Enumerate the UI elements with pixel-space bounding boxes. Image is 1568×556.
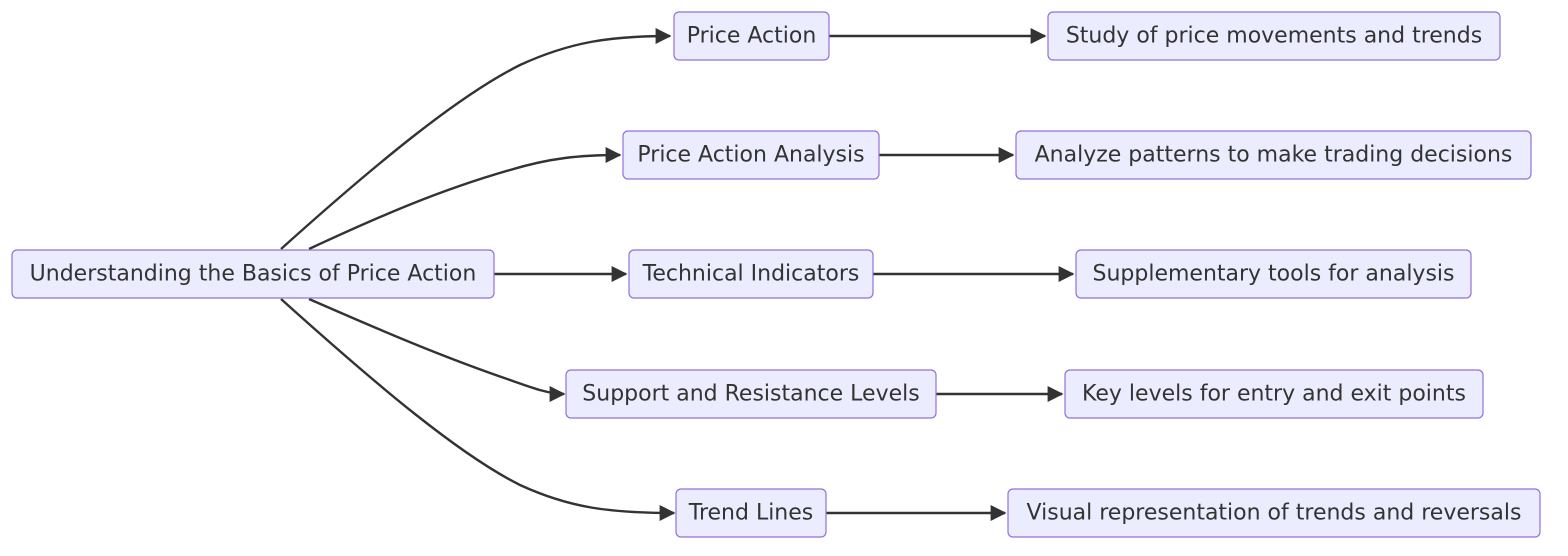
node-price-action-label: Price Action bbox=[687, 24, 817, 49]
node-price-action-analysis-detail-label: Analyze patterns to make trading decisio… bbox=[1035, 143, 1513, 168]
root-node: Understanding the Basics of Price Action bbox=[11, 249, 495, 299]
node-support-resistance: Support and Resistance Levels bbox=[565, 369, 937, 419]
node-trend-lines-detail: Visual representation of trends and reve… bbox=[1007, 488, 1541, 538]
edge-root-to-price-action bbox=[280, 28, 672, 250]
node-price-action-analysis: Price Action Analysis bbox=[622, 130, 880, 180]
node-price-action-detail-label: Study of price movements and trends bbox=[1066, 24, 1482, 49]
edge-root-to-support-resistance bbox=[308, 297, 566, 402]
edge-root-to-price-action-analysis bbox=[308, 147, 622, 251]
node-price-action-analysis-label: Price Action Analysis bbox=[637, 143, 864, 168]
node-trend-lines: Trend Lines bbox=[675, 488, 827, 538]
edge-root-to-trend-lines bbox=[280, 298, 676, 521]
node-technical-indicators: Technical Indicators bbox=[628, 249, 874, 299]
node-technical-indicators-label: Technical Indicators bbox=[642, 262, 860, 287]
node-technical-indicators-detail: Supplementary tools for analysis bbox=[1075, 249, 1472, 299]
root-node-label: Understanding the Basics of Price Action bbox=[30, 262, 477, 287]
node-trend-lines-label: Trend Lines bbox=[688, 501, 814, 526]
node-technical-indicators-detail-label: Supplementary tools for analysis bbox=[1093, 262, 1455, 287]
node-support-resistance-label: Support and Resistance Levels bbox=[582, 382, 919, 407]
node-support-resistance-detail: Key levels for entry and exit points bbox=[1064, 369, 1484, 419]
node-support-resistance-detail-label: Key levels for entry and exit points bbox=[1082, 382, 1466, 407]
node-price-action: Price Action bbox=[673, 11, 830, 61]
node-trend-lines-detail-label: Visual representation of trends and reve… bbox=[1027, 501, 1522, 526]
node-price-action-detail: Study of price movements and trends bbox=[1047, 11, 1501, 61]
node-price-action-analysis-detail: Analyze patterns to make trading decisio… bbox=[1015, 130, 1532, 180]
